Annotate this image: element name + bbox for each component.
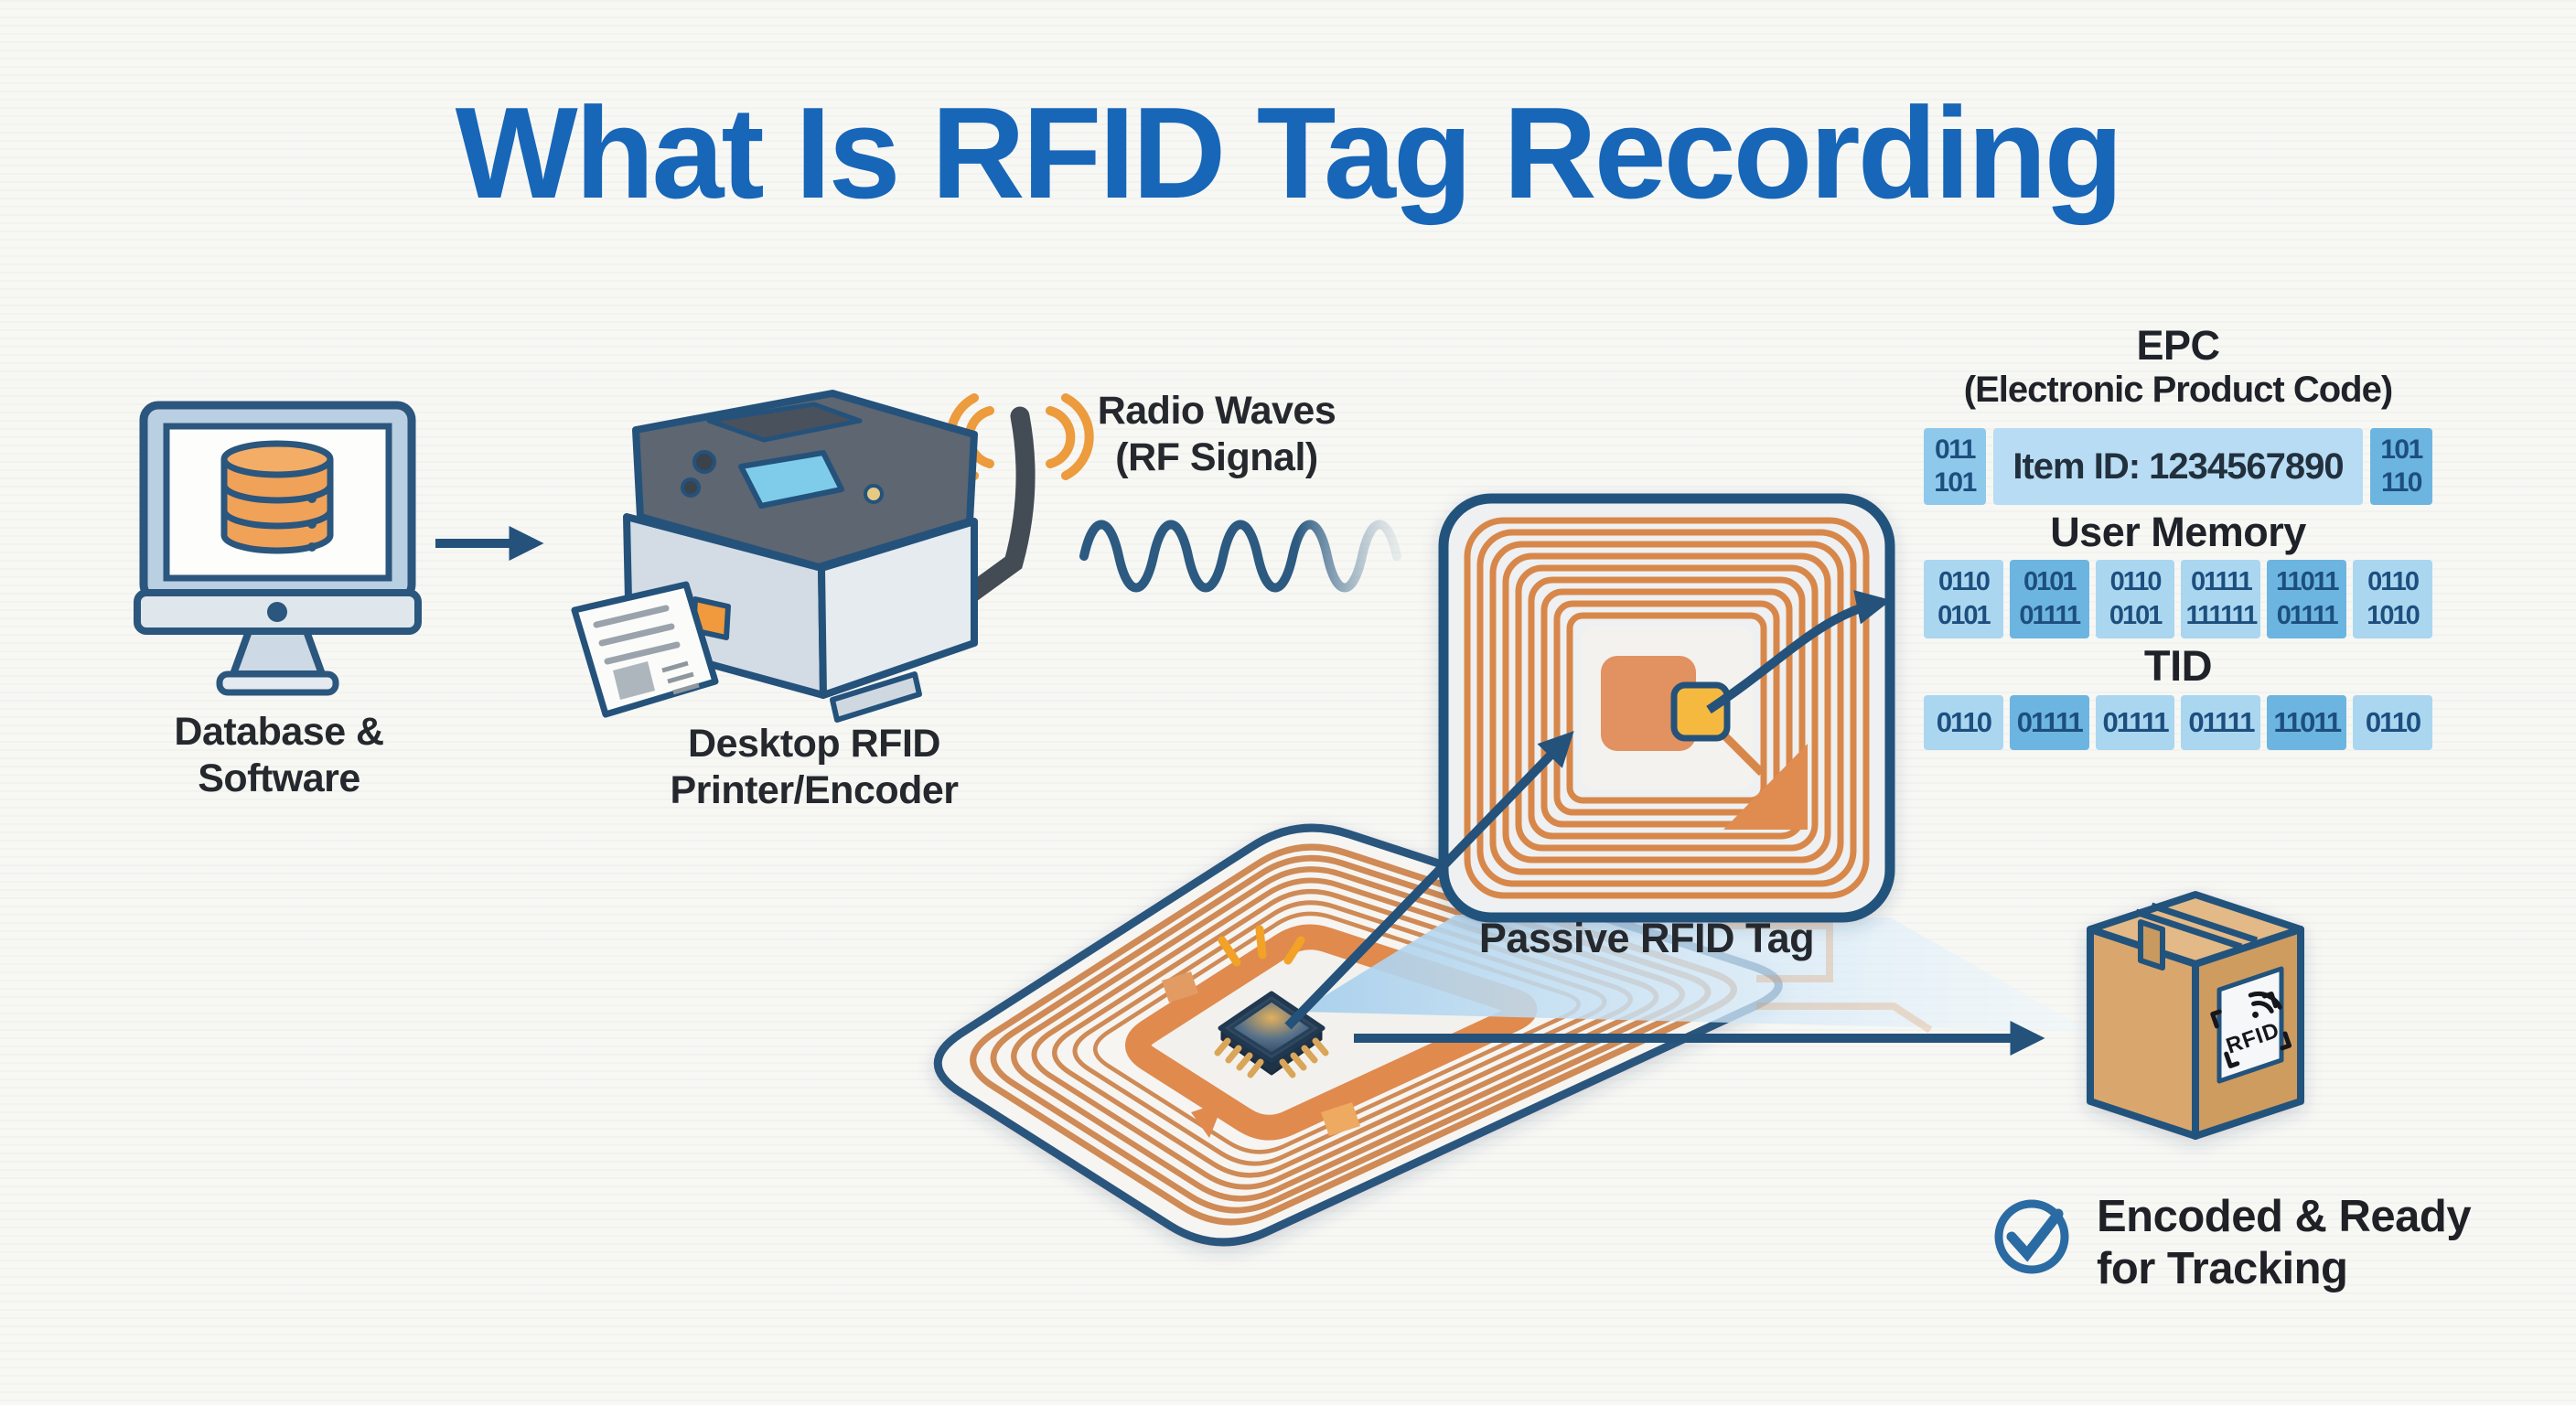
memory-bits: 0110 (2365, 706, 2421, 738)
epc-row: 011 101 Item ID: 1234567890 101 110 (1924, 428, 2432, 505)
rfid-printer-icon (571, 390, 1094, 723)
diagonal-arrow-inlay-to-tag (1284, 731, 1574, 1030)
database-label-line1: Database & (174, 710, 384, 754)
epc-suffix-cell: 101 110 (2370, 428, 2432, 505)
user-memory-cell: 11011 01111 (2267, 560, 2347, 638)
memory-bits: 01111 (2016, 706, 2084, 738)
memory-bits: 0101 (2109, 601, 2163, 630)
printer-label-line1: Desktop RFID (688, 722, 940, 766)
memory-bits: 01111 (2019, 601, 2081, 630)
memory-bits: 0101 (2023, 567, 2077, 596)
encoded-status-label: Encoded & Ready for Tracking (2097, 1191, 2572, 1295)
memory-bits: 01111 (2190, 567, 2253, 596)
radio-waves-label-line2: (RF Signal) (1115, 435, 1318, 479)
epc-suffix-line2: 110 (2381, 467, 2422, 498)
passive-tag-label: Passive RFID Tag (1478, 915, 1815, 961)
page-title: What Is RFID Tag Recording (455, 80, 2124, 226)
tid-cell: 01111 (2181, 695, 2261, 750)
memory-bits: 0110 (2109, 567, 2163, 596)
epc-prefix-line2: 101 (1934, 467, 1977, 498)
tid-cell: 01111 (2009, 695, 2089, 750)
memory-bits: 0110 (1936, 706, 1992, 738)
memory-bits: 11011 (2276, 567, 2339, 596)
radio-waves-label: Radio Waves (RF Signal) (1043, 388, 1390, 481)
printer-label-line2: Printer/Encoder (670, 768, 959, 812)
encoded-status-line2: for Tracking (2097, 1244, 2348, 1293)
memory-bits: 0110 (1937, 567, 1991, 596)
tid-cell: 01111 (2095, 695, 2175, 750)
epc-prefix-cell: 011 101 (1924, 428, 1986, 505)
tid-title: TID (2143, 641, 2213, 690)
user-memory-title: User Memory (2050, 509, 2306, 555)
epc-subtitle: (Electronic Product Code) (1963, 370, 2393, 410)
tid-cell: 11011 (2267, 695, 2347, 750)
chip-icon (1214, 991, 1329, 1078)
memory-bits: 1010 (2367, 601, 2420, 630)
check-icon (1994, 1199, 2069, 1274)
epc-title: EPC (2136, 322, 2220, 369)
antenna-icon (943, 406, 1036, 617)
package-box-icon: RFID (2087, 891, 2304, 1140)
printer-label: Desktop RFID Printer/Encoder (567, 721, 1061, 814)
user-memory-row: 0110 0101 0101 01111 0110 0101 01111 111… (1924, 560, 2432, 638)
spark-icon (1218, 925, 1305, 967)
user-memory-cell: 0110 0101 (1924, 560, 2003, 638)
memory-bits: 01111 (2102, 706, 2170, 738)
memory-bits: 01111 (2188, 706, 2255, 738)
memory-bits: 0101 (1937, 601, 1991, 630)
user-memory-cell: 0110 0101 (2095, 560, 2175, 638)
memory-bits: 01111 (2276, 601, 2339, 630)
epc-suffix-line1: 101 (2380, 434, 2423, 465)
database-label: Database & Software (101, 709, 457, 802)
rfid-sticker: RFID (2210, 966, 2292, 1084)
epc-item-id: Item ID: 1234567890 (2012, 445, 2344, 487)
user-memory-cell: 0101 01111 (2009, 560, 2089, 638)
database-icon (220, 440, 334, 554)
printed-label-icon (571, 581, 719, 718)
tid-cell: 0110 (1924, 695, 2003, 750)
tid-cell: 0110 (2353, 695, 2432, 750)
zoom-beam (1299, 915, 2091, 1032)
rfid-inlay-icon (938, 828, 1778, 1242)
memory-bits: 11011 (2273, 706, 2342, 738)
database-label-line2: Software (198, 756, 360, 800)
memory-bits: 0110 (2367, 567, 2420, 596)
database-computer-icon (134, 401, 422, 696)
sine-wave (1079, 520, 1401, 593)
epc-itemid-cell: Item ID: 1234567890 (1993, 428, 2363, 505)
tid-row: 0110 01111 01111 01111 11011 0110 (1924, 695, 2432, 750)
passive-rfid-tag-icon (1438, 493, 1895, 923)
user-memory-cell: 01111 111111 (2181, 560, 2261, 638)
tag-chip-icon (1670, 681, 1731, 742)
memory-bits: 111111 (2185, 601, 2259, 630)
radio-waves-label-line1: Radio Waves (1097, 389, 1336, 433)
ghost-traces (1720, 922, 1933, 1034)
curved-arrow-to-memory (1706, 590, 1892, 714)
user-memory-cell: 0110 1010 (2353, 560, 2432, 638)
epc-prefix-line1: 011 (1935, 434, 1976, 465)
encoded-status-line1: Encoded & Ready (2097, 1192, 2472, 1241)
